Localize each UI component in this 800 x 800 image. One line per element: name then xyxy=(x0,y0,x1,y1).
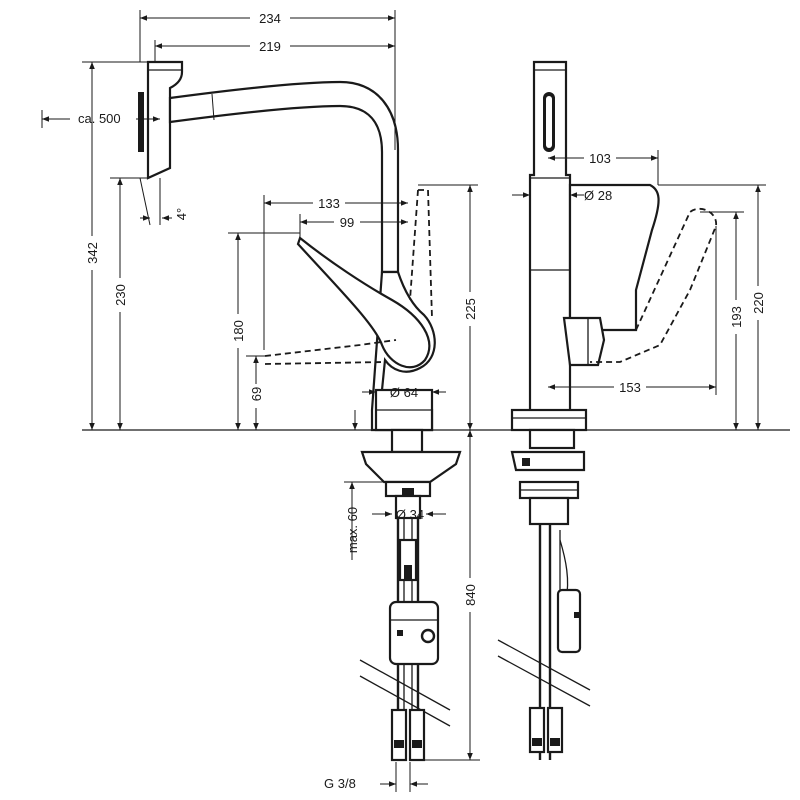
dim-dia-34: Ø 34 xyxy=(396,507,424,522)
hose-fitting-right xyxy=(408,708,426,762)
dim-153: 153 xyxy=(619,380,641,395)
lever-handle xyxy=(296,236,431,369)
dim-103: 103 xyxy=(589,151,611,166)
front-view xyxy=(497,60,717,760)
connector-port xyxy=(420,628,436,644)
mounting-plate xyxy=(360,450,462,484)
dim-g-3-8: G 3/8 xyxy=(324,776,356,791)
dim-dia-28: Ø 28 xyxy=(584,188,612,203)
lever-alt-up xyxy=(418,189,433,319)
dim-193: 193 xyxy=(729,306,744,328)
dim-dia-64: Ø 64 xyxy=(390,385,418,400)
dim-230: 230 xyxy=(113,284,128,306)
front-break-line-bottom xyxy=(497,655,591,707)
lever-alt-down xyxy=(264,339,397,357)
dim-220: 220 xyxy=(751,292,766,314)
dim-180: 180 xyxy=(231,320,246,342)
dim-69: 69 xyxy=(249,387,264,401)
dim-234: 234 xyxy=(259,11,281,26)
break-line-bottom xyxy=(359,675,451,727)
front-base xyxy=(510,408,588,432)
hose-connector-box xyxy=(388,600,440,666)
front-lever-alt xyxy=(590,207,717,363)
mounting-shank xyxy=(390,428,424,454)
hose-fitting-left xyxy=(390,708,408,762)
break-line-top xyxy=(359,659,451,711)
dim-max-60: max. 60 xyxy=(345,507,360,553)
dim-angle-4: 4° xyxy=(174,208,189,220)
side-view xyxy=(138,60,462,762)
front-break-line-top xyxy=(497,639,591,691)
spray-head-face xyxy=(138,92,144,152)
dim-ca-500: ca. 500 xyxy=(78,111,121,126)
front-lever xyxy=(568,183,660,332)
front-connector-box xyxy=(556,588,582,654)
side-dimensions: 234 219 ca. 500 342 230 4° 133 xyxy=(41,10,480,792)
dim-99: 99 xyxy=(340,215,354,230)
dim-133: 133 xyxy=(318,196,340,211)
dim-342: 342 xyxy=(85,242,100,264)
spray-head xyxy=(146,60,184,180)
front-dimensions: 103 Ø 28 193 220 153 xyxy=(512,150,766,430)
dim-840: 840 xyxy=(463,584,478,606)
spout-arm xyxy=(168,80,400,274)
dim-219: 219 xyxy=(259,39,281,54)
dim-225: 225 xyxy=(463,298,478,320)
